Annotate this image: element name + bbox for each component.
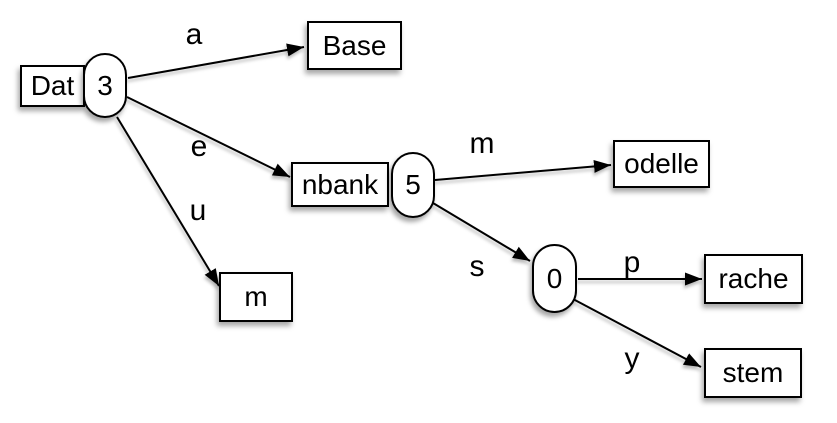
node-3: 3 — [83, 53, 127, 118]
box-base: Base — [307, 21, 402, 70]
box-nbank: nbank — [291, 162, 389, 207]
edge-label-u: u — [189, 194, 207, 227]
box-m: m — [219, 272, 293, 322]
node-0-label: 0 — [546, 262, 563, 294]
node-5: 5 — [391, 152, 435, 218]
box-dat: Dat — [20, 65, 85, 107]
box-stem-label: stem — [722, 357, 784, 388]
edge-label-e: e — [190, 130, 208, 163]
node-0: 0 — [532, 244, 577, 313]
box-stem: stem — [704, 348, 802, 398]
edge-m-arrow — [434, 159, 612, 181]
box-rache-label: rache — [718, 263, 789, 294]
edge-label-m: m — [469, 127, 495, 160]
node-3-label: 3 — [97, 69, 113, 101]
edge-y-arrow — [572, 298, 702, 368]
box-odelle: odelle — [613, 140, 710, 188]
edge-e-arrow — [126, 96, 291, 178]
node-5-label: 5 — [405, 169, 421, 200]
edge-u-arrow — [116, 116, 220, 287]
box-nbank-label: nbank — [301, 168, 379, 200]
box-m-label: m — [244, 281, 268, 312]
box-odelle-label: odelle — [624, 148, 699, 179]
edge-label-s: s — [469, 250, 485, 283]
edge-label-p: p — [623, 246, 641, 279]
box-rache: rache — [704, 254, 803, 304]
edge-label-y: y — [624, 342, 640, 375]
edge-a-arrow — [127, 43, 305, 79]
box-base-label: Base — [322, 29, 387, 61]
box-dat-label: Dat — [30, 70, 75, 101]
edge-s-arrow — [432, 202, 531, 262]
edge-label-a: a — [185, 18, 203, 51]
